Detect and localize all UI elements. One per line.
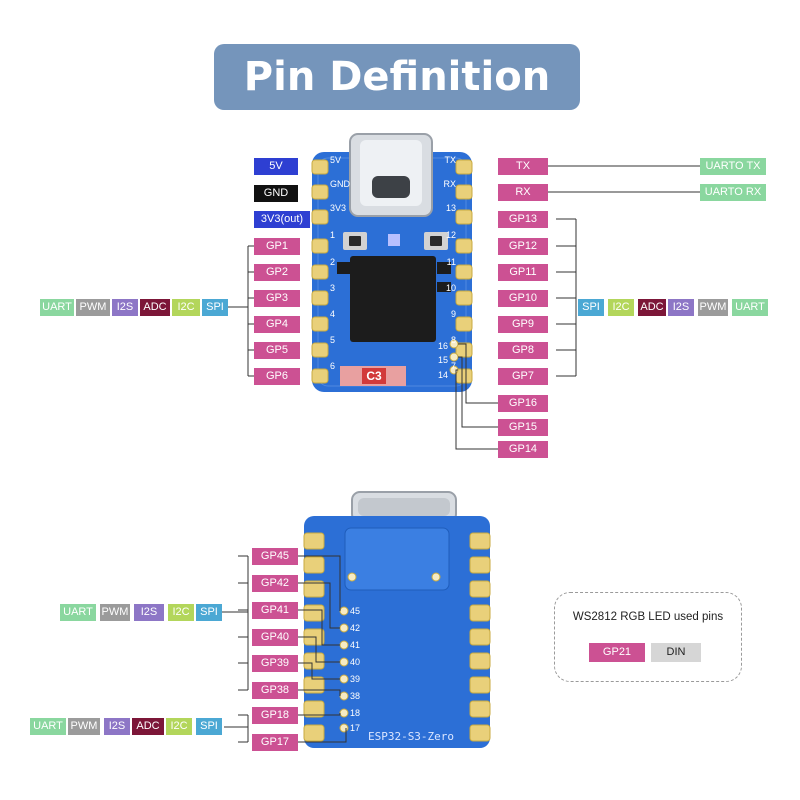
silk-right-9: 16 bbox=[437, 341, 448, 351]
silk-bottom-45: 45 bbox=[350, 606, 361, 616]
silk-right-0: TX bbox=[444, 155, 456, 165]
function-tag-right-i2s: I2S bbox=[668, 299, 694, 316]
pin-label-gp3: GP3 bbox=[254, 290, 300, 307]
function-tag-bottom-a-uart: UART bbox=[60, 604, 96, 621]
legend-pin: GP21 bbox=[589, 643, 645, 662]
function-tag-bottom-b-uart: UART bbox=[30, 718, 66, 735]
bottom-connector-lines bbox=[222, 555, 347, 743]
silk-right-1: RX bbox=[443, 179, 456, 189]
ws2812-legend: WS2812 RGB LED used pins GP21 DIN bbox=[554, 592, 742, 682]
function-tag-bottom-a-i2s: I2S bbox=[134, 604, 164, 621]
silk-right-6: 9 bbox=[450, 309, 456, 319]
pin-label-gp38: GP38 bbox=[252, 682, 298, 699]
silk-left-4: 2 bbox=[330, 257, 336, 267]
pin-label-rx: RX bbox=[498, 184, 548, 201]
pin-label-gp17: GP17 bbox=[252, 734, 298, 751]
pin-label-gp12: GP12 bbox=[498, 238, 548, 255]
bottom-board-label: ESP32-S3-Zero bbox=[367, 730, 455, 743]
power-label-3v3: 3V3(out) bbox=[254, 211, 310, 228]
page-title: Pin Definition bbox=[214, 44, 580, 110]
pin-label-gp9: GP9 bbox=[498, 316, 548, 333]
function-tag-bottom-b-adc: ADC bbox=[132, 718, 164, 735]
pin-label-gp8: GP8 bbox=[498, 342, 548, 359]
silk-bottom-17: 17 bbox=[350, 723, 361, 733]
silk-right-4: 11 bbox=[446, 257, 456, 267]
silk-bottom-40: 40 bbox=[350, 657, 361, 667]
function-tag-right-spi: SPI bbox=[578, 299, 604, 316]
pin-label-gp40: GP40 bbox=[252, 629, 298, 646]
silk-left-0: 5V bbox=[330, 155, 342, 165]
silk-right-7: 8 bbox=[450, 335, 456, 345]
function-tag-i2c: I2C bbox=[172, 299, 200, 316]
pin-label-gp42: GP42 bbox=[252, 575, 298, 592]
legend-signal: DIN bbox=[651, 643, 701, 662]
silk-left-3: 1 bbox=[330, 230, 336, 240]
silk-right-10: 15 bbox=[437, 355, 448, 365]
silk-right-2: 13 bbox=[445, 203, 456, 213]
function-tag-right-uart: UART bbox=[732, 299, 768, 316]
pin-label-gp10: GP10 bbox=[498, 290, 548, 307]
pin-label-gp2: GP2 bbox=[254, 264, 300, 281]
power-label-gnd: GND bbox=[254, 185, 298, 202]
pin-label-gp1: GP1 bbox=[254, 238, 300, 255]
silk-right-5: 10 bbox=[445, 283, 456, 293]
top-board bbox=[311, 133, 473, 392]
function-tag-bottom-b-i2c: I2C bbox=[166, 718, 192, 735]
pin-label-gp7: GP7 bbox=[498, 368, 548, 385]
pin-label-gp45: GP45 bbox=[252, 548, 298, 565]
function-tag-bottom-a-pwm: PWM bbox=[100, 604, 130, 621]
function-tag-right-i2c: I2C bbox=[608, 299, 634, 316]
pin-label-gp16: GP16 bbox=[498, 395, 548, 412]
pin-label-gp4: GP4 bbox=[254, 316, 300, 333]
function-tag-pwm: PWM bbox=[76, 299, 110, 316]
silk-bottom-38: 38 bbox=[350, 691, 361, 701]
silk-bottom-39: 39 bbox=[350, 674, 361, 684]
silk-right-8: 7 bbox=[450, 361, 456, 371]
silk-left-5: 3 bbox=[330, 283, 336, 293]
silk-left-8: 6 bbox=[330, 361, 336, 371]
function-tag-bottom-b-pwm: PWM bbox=[68, 718, 100, 735]
pin-label-tx: TX bbox=[498, 158, 548, 175]
pin-label-gp18: GP18 bbox=[252, 707, 298, 724]
pin-label-gp15: GP15 bbox=[498, 419, 548, 436]
function-tag-right-pwm: PWM bbox=[698, 299, 728, 316]
legend-title: WS2812 RGB LED used pins bbox=[572, 611, 724, 623]
function-tag-spi: SPI bbox=[202, 299, 228, 316]
silk-left-2: 3V3 bbox=[330, 203, 347, 213]
pin-label-gp11: GP11 bbox=[498, 264, 548, 281]
function-tag-i2s: I2S bbox=[112, 299, 138, 316]
silk-left-6: 4 bbox=[330, 309, 336, 319]
board-chip-label: C3 bbox=[366, 369, 382, 383]
function-tag-bottom-a-i2c: I2C bbox=[168, 604, 194, 621]
function-tag-bottom-b-spi: SPI bbox=[196, 718, 222, 735]
function-tag-bottom-a-spi: SPI bbox=[196, 604, 222, 621]
uart0-tx-label: UARTO TX bbox=[700, 158, 766, 175]
function-tag-right-adc: ADC bbox=[638, 299, 666, 316]
silk-right-11: 14 bbox=[437, 370, 448, 380]
pin-label-gp41: GP41 bbox=[252, 602, 298, 619]
function-tag-uart: UART bbox=[40, 299, 74, 316]
pin-label-gp39: GP39 bbox=[252, 655, 298, 672]
function-tag-bottom-b-i2s: I2S bbox=[104, 718, 130, 735]
uart0-rx-label: UARTO RX bbox=[700, 184, 766, 201]
pin-label-gp13: GP13 bbox=[498, 211, 548, 228]
pin-label-gp5: GP5 bbox=[254, 342, 300, 359]
silk-bottom-18: 18 bbox=[350, 708, 361, 718]
silk-bottom-42: 42 bbox=[350, 623, 361, 633]
silk-left-1: GND bbox=[330, 179, 350, 189]
power-label-5v: 5V bbox=[254, 158, 298, 175]
bottom-board bbox=[303, 491, 491, 748]
function-tag-adc: ADC bbox=[140, 299, 170, 316]
pin-label-gp6: GP6 bbox=[254, 368, 300, 385]
pin-label-gp14: GP14 bbox=[498, 441, 548, 458]
silk-right-3: 12 bbox=[445, 230, 456, 240]
silk-left-7: 5 bbox=[330, 335, 336, 345]
silk-bottom-41: 41 bbox=[350, 640, 361, 650]
